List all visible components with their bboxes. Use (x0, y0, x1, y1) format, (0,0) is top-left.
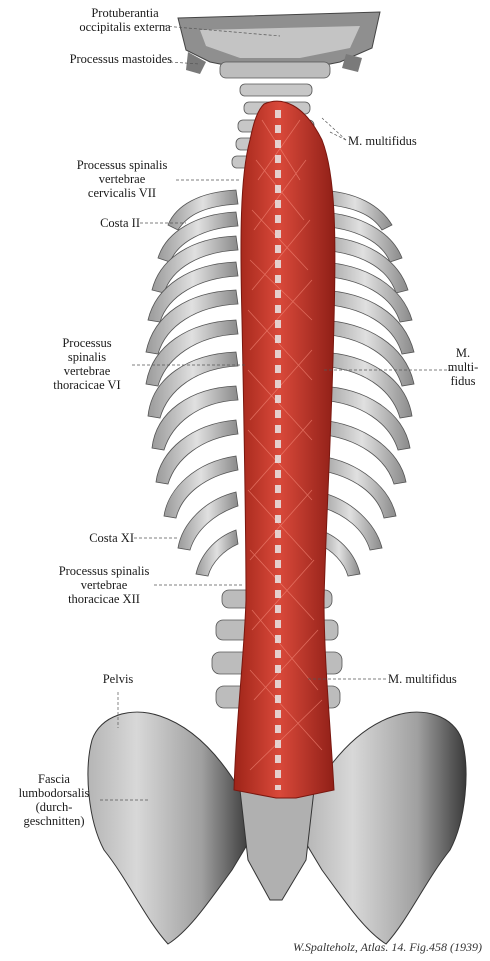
skull-base (177, 11, 381, 74)
label-costa-xi: Costa XI (89, 531, 134, 545)
label-pelvis: Pelvis (102, 672, 134, 686)
leader-lines (100, 25, 452, 801)
ribs (145, 189, 415, 577)
label-processus-spinalis-c7: Processus spinalis vertebrae cervicalis … (76, 158, 168, 200)
multifidus-muscle (233, 100, 336, 799)
label-multifidus-top: M. multifidus (348, 134, 417, 148)
label-costa-ii: Costa II (100, 216, 140, 230)
label-processus-spinalis-t6: Processus spinalis vertebrae thoracicae … (53, 336, 121, 392)
label-processus-mastoides: Processus mastoides (69, 52, 172, 66)
label-fascia-lumbodorsalis: Fascia lumbodorsalis (durch- geschnitten… (18, 772, 90, 828)
label-processus-spinalis-t12: Processus spinalis vertebrae thoracicae … (58, 564, 150, 606)
label-multifidus-low: M. multifidus (388, 672, 457, 686)
figure-caption: W.Spalteholz, Atlas. 14. Fig.458 (1939) (293, 940, 482, 954)
pelvis-bone (87, 711, 467, 945)
label-protuberantia: Protuberantia occipitalis externa (79, 6, 171, 34)
label-multifidus-mid: M. multi- fidus (447, 346, 479, 388)
